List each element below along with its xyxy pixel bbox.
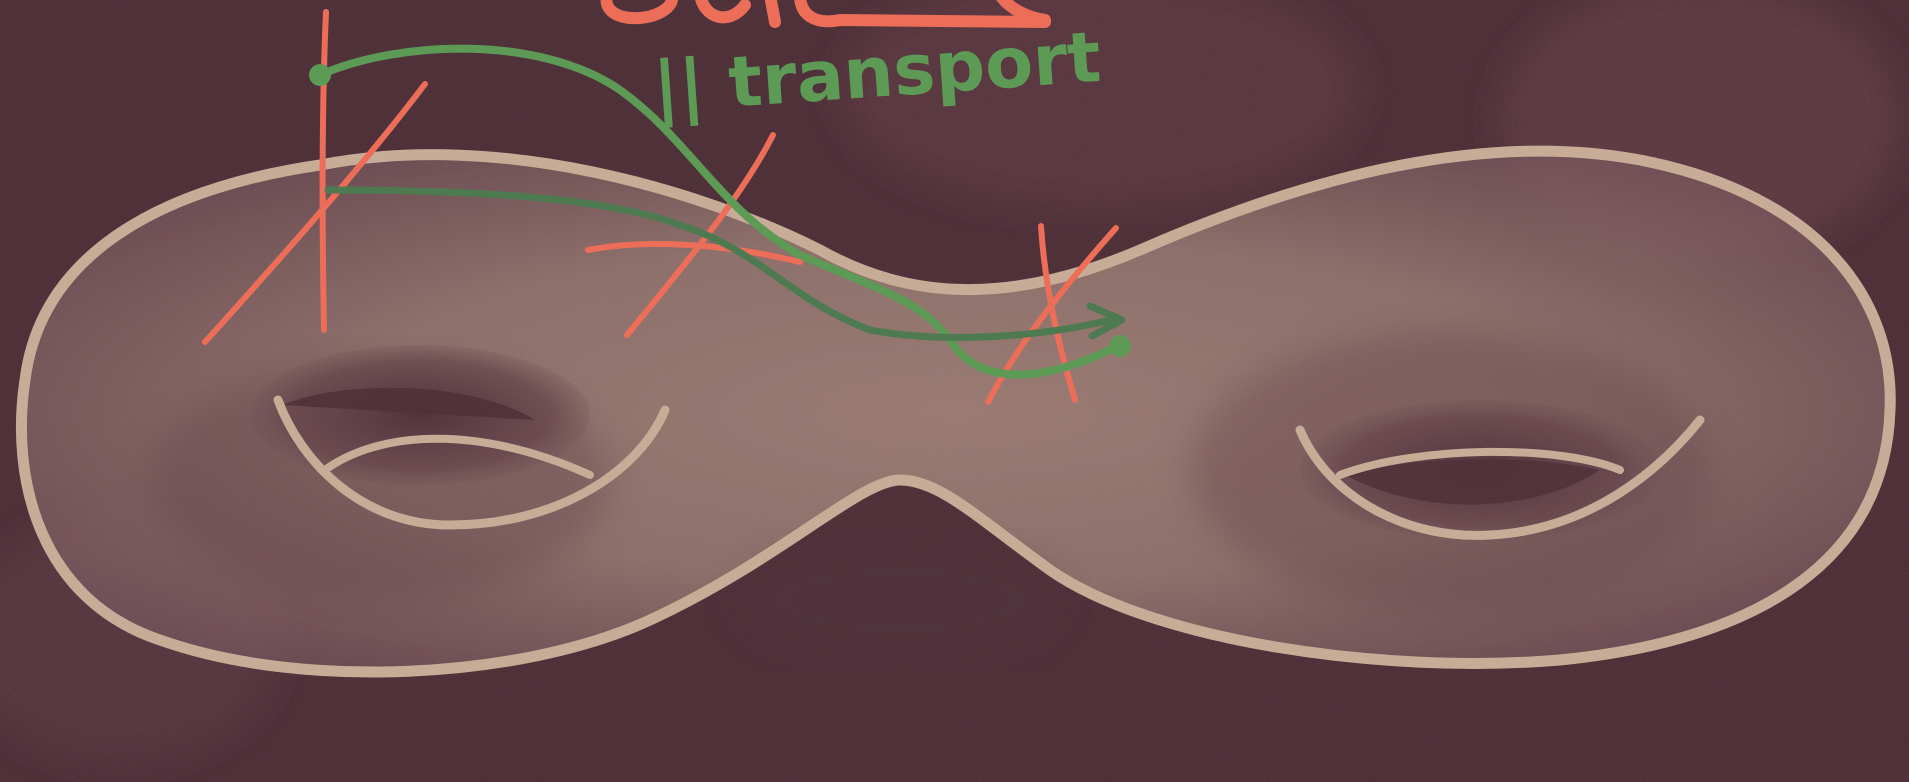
path-end-dot — [1109, 335, 1131, 357]
path-start-dot — [309, 64, 331, 86]
